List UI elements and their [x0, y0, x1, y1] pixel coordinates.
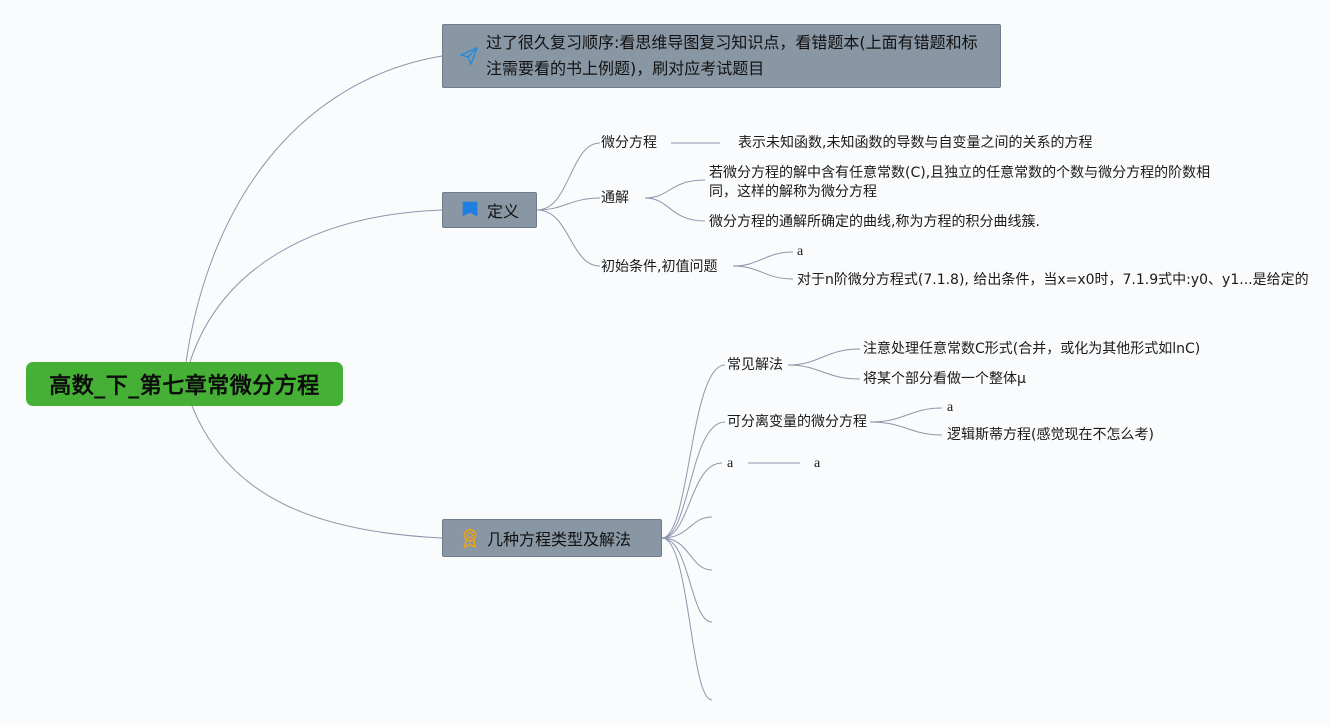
connector-general-desc2	[644, 197, 706, 222]
common-method-child2[interactable]: 将某个部分看做一个整体μ	[863, 371, 1026, 387]
root-topic-label: 高数_下_第七章常微分方程	[49, 374, 320, 399]
connector-types-separable	[661, 421, 726, 539]
connector-separable-child2	[869, 421, 943, 436]
connector-def-ode	[536, 142, 601, 211]
general-solution-topic[interactable]: 通解	[601, 190, 629, 206]
separable-child-a[interactable]: a	[947, 400, 954, 415]
connector-separable-child1	[869, 407, 943, 423]
connector-types-empty2	[661, 537, 713, 571]
types-topic[interactable]: 几种方程类型及解法	[442, 519, 662, 557]
connector-types-empty1	[661, 516, 713, 539]
general-solution-desc2[interactable]: 微分方程的通解所确定的曲线,称为方程的积分曲线簇.	[709, 214, 1040, 230]
connector-common-child1	[787, 348, 861, 366]
initial-condition-topic[interactable]: 初始条件,初值问题	[601, 259, 718, 275]
a-topic[interactable]: a	[727, 456, 734, 471]
common-method-topic[interactable]: 常见解法	[727, 357, 783, 373]
connector-general-desc1	[644, 179, 706, 199]
connector-root-definition	[189, 209, 443, 363]
flag-icon	[462, 201, 478, 217]
award-icon	[463, 528, 477, 548]
ode-topic[interactable]: 微分方程	[601, 135, 657, 151]
connector-types-common	[661, 364, 726, 539]
note-topic[interactable]: 过了很久复习顺序:看思维导图复习知识点，看错题本(上面有错题和标注需要看的书上例…	[442, 24, 1001, 88]
definition-label: 定义	[487, 202, 520, 221]
paper-plane-icon	[460, 47, 478, 65]
connector-initial-child1	[732, 251, 794, 267]
connector-def-initial	[536, 209, 601, 267]
connector-types-empty4	[661, 537, 713, 701]
connector-def-general	[536, 197, 601, 211]
types-label: 几种方程类型及解法	[487, 530, 632, 549]
separable-topic[interactable]: 可分离变量的微分方程	[727, 414, 867, 430]
connector-types-a	[661, 462, 723, 539]
root-topic[interactable]: 高数_下_第七章常微分方程	[26, 362, 343, 406]
initial-condition-child-desc[interactable]: 对于n阶微分方程式(7.1.8), 给出条件，当x=x0时，7.1.9式中:y0…	[797, 272, 1309, 288]
separable-child-logistic[interactable]: 逻辑斯蒂方程(感觉现在不怎么考)	[947, 427, 1154, 443]
initial-condition-child-a[interactable]: a	[797, 244, 804, 259]
a-topic-child[interactable]: a	[814, 456, 821, 471]
definition-topic[interactable]: 定义	[442, 192, 537, 228]
ode-description[interactable]: 表示未知函数,未知函数的导数与自变量之间的关系的方程	[738, 135, 1093, 151]
note-text: 过了很久复习顺序:看思维导图复习知识点，看错题本(上面有错题和标注需要看的书上例…	[486, 33, 978, 78]
connector-root-types	[191, 405, 443, 539]
common-method-child1[interactable]: 注意处理任意常数C形式(合并，或化为其他形式如lnC)	[863, 341, 1201, 357]
connector-root-note	[185, 55, 443, 363]
connector-initial-child2	[732, 265, 794, 280]
connector-common-child2	[787, 364, 861, 380]
general-solution-desc1[interactable]: 若微分方程的解中含有任意常数(C),且独立的任意常数的个数与微分方程的阶数相同，…	[709, 165, 1211, 200]
connector-types-empty3	[661, 537, 713, 623]
